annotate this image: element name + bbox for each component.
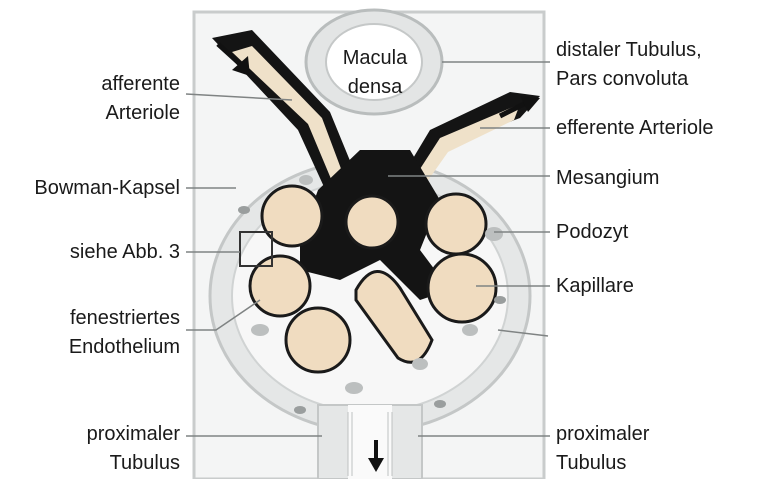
label-efferente-arteriole: efferente Arteriole xyxy=(556,114,714,143)
label-proximaler-tubulus-right: proximaler Tubulus xyxy=(556,420,649,478)
label-fenestriertes-endothelium: fenestriertes Endothelium xyxy=(20,304,180,362)
capillary-loop xyxy=(346,196,398,248)
label-kapillare: Kapillare xyxy=(556,272,634,301)
proximal-tubule-lumen xyxy=(348,405,392,479)
label-macula-densa: Macula densa xyxy=(330,44,420,102)
capillary-loop xyxy=(426,194,486,254)
label-distaler-tubulus: distaler Tubulus, Pars convoluta xyxy=(556,36,702,94)
capillary-loop xyxy=(428,254,496,322)
label-proximaler-tubulus-left: proximaler Tubulus xyxy=(40,420,180,478)
label-mesangium: Mesangium xyxy=(556,164,659,193)
capillary-loop xyxy=(286,308,350,372)
label-podozyt: Podozyt xyxy=(556,218,628,247)
label-bowman-kapsel: Bowman-Kapsel xyxy=(0,174,180,203)
label-siehe-abb: siehe Abb. 3 xyxy=(20,238,180,267)
label-afferente-arteriole: afferente Arteriole xyxy=(40,70,180,128)
